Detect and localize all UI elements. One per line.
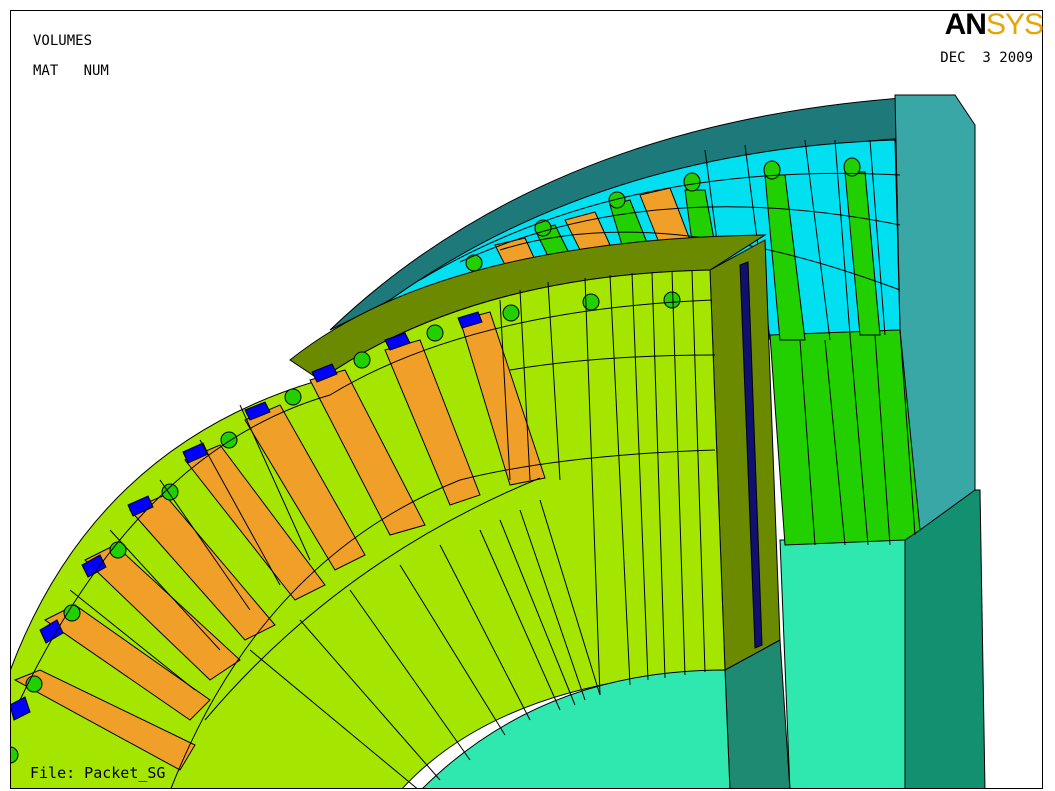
slot-wedges [11, 311, 483, 721]
file-label: File: Packet_SG [30, 764, 166, 782]
inner-windings [13, 311, 546, 771]
plot-title-line1: VOLUMES [33, 33, 93, 49]
logo-part2: SYS [985, 8, 1044, 41]
outer-pegs [465, 157, 861, 272]
outer-grid-lines [419, 139, 916, 546]
ansys-logo: ANSYS [944, 8, 1044, 41]
shaft-block-right [904, 489, 986, 788]
plot-title-line2: MAT NUM [33, 63, 109, 79]
plot-date: DEC 3 2009 [940, 50, 1033, 66]
outer-windings [494, 187, 691, 266]
dark-strip [739, 261, 763, 649]
logo-part1: AN [944, 8, 987, 41]
stator-lower-band [769, 329, 921, 546]
inner-pegs [11, 291, 681, 764]
shaft-block-front [779, 539, 906, 788]
viewport-frame [10, 10, 1043, 789]
inner-grid-lines [19, 270, 716, 788]
bore-region [422, 669, 731, 788]
